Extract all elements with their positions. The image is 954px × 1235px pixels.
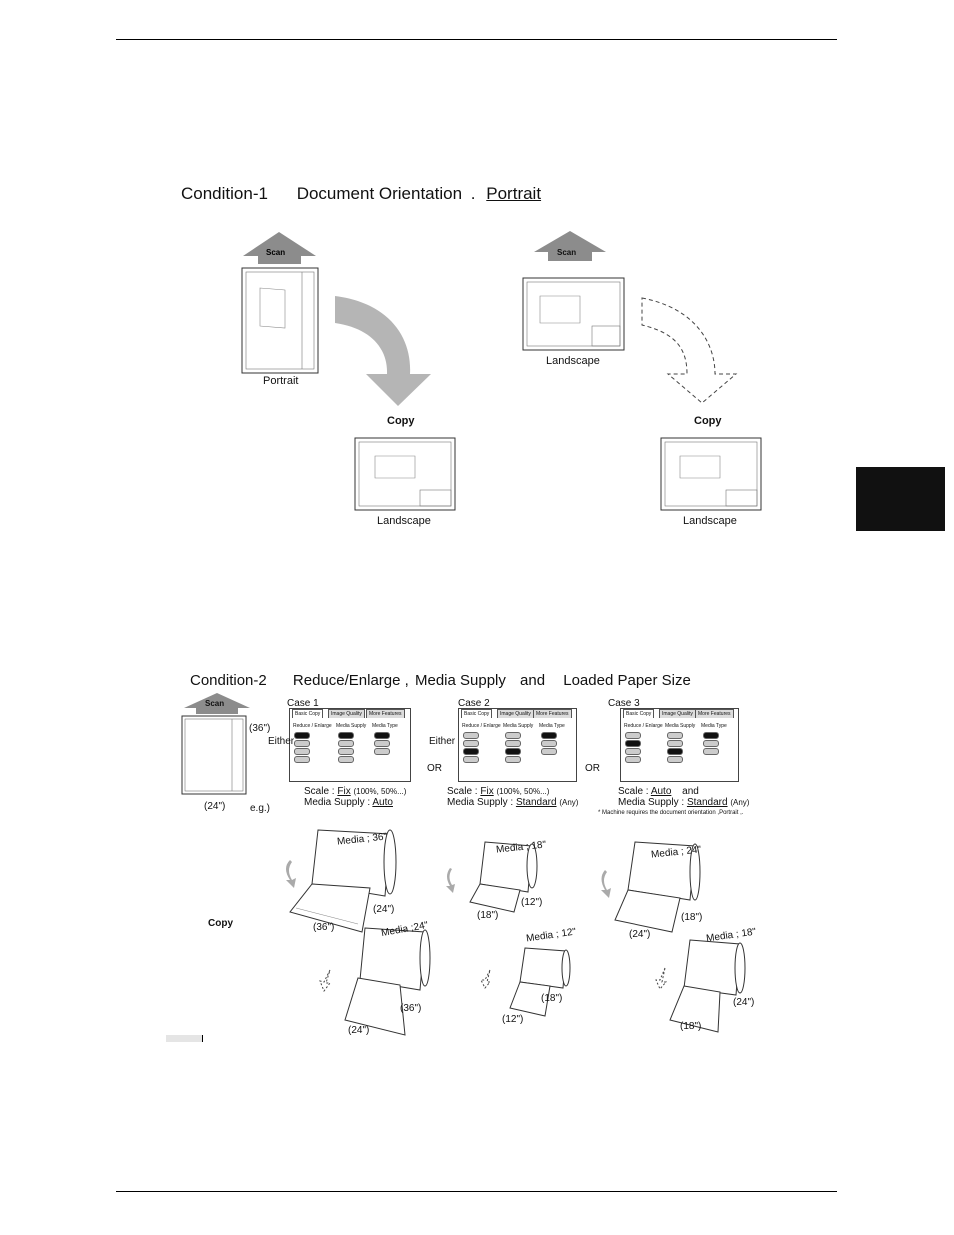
rolls-diagram	[286, 829, 746, 1036]
case1-scale: Scale : Fix (100%, 50%...)	[304, 786, 407, 797]
landscape-result-left: Landscape	[377, 515, 431, 527]
landscape-copy-right	[660, 437, 762, 511]
copy-label-left: Copy	[387, 415, 415, 427]
or-label-1: OR	[427, 763, 442, 774]
case1-title: Case 1	[287, 698, 319, 709]
roll3-top-w: (24")	[629, 929, 651, 940]
roll1-top-h: (24")	[373, 904, 395, 915]
case3-title: Case 3	[608, 698, 640, 709]
landscape-original-label: Landscape	[546, 355, 600, 367]
either-label-2: Either	[429, 736, 456, 747]
roll1-bot-w: (24")	[348, 1025, 370, 1036]
chapter-tab	[856, 467, 945, 531]
scan-label-left: Scan	[266, 248, 286, 257]
roll2-top-w: (18")	[477, 910, 499, 921]
roll3-bot-w: (18")	[680, 1021, 702, 1032]
roll2-bot-h: (18")	[541, 993, 563, 1004]
roll2-bot-w: (12")	[502, 1014, 524, 1025]
roll1-top-w: (36")	[313, 922, 335, 933]
condition1-diagram	[241, 231, 762, 511]
eg-label: e.g.)	[250, 803, 271, 814]
copy-arrow-dashed-icon	[641, 297, 738, 404]
scan-arrow-icon-right	[534, 231, 606, 261]
footnote: * Machine requires the document orientat…	[598, 810, 744, 816]
copy-label-c2: Copy	[208, 918, 233, 929]
dim-bottom: (24")	[204, 801, 226, 812]
case2-scale: Scale : Fix (100%, 50%...)	[447, 786, 550, 797]
condition1-heading: Condition-1 Document Orientation . Portr…	[181, 184, 542, 203]
either-label-1: Either	[268, 736, 295, 747]
case2-title: Case 2	[458, 698, 490, 709]
case1-panel: Basic Copy Image Quality More Features R…	[289, 708, 411, 782]
top-rule	[116, 39, 837, 40]
copy-label-right: Copy	[694, 415, 722, 427]
orientation-value: Portrait	[486, 184, 542, 203]
bottom-rule	[116, 1191, 837, 1192]
case2-media: Media Supply : Standard (Any)	[447, 797, 579, 808]
scan-label-right: Scan	[557, 248, 577, 257]
dim-side: (36")	[249, 723, 271, 734]
portrait-original	[241, 267, 319, 374]
condition2-heading: Condition-2 Reduce/Enlarge , Media Suppl…	[190, 672, 691, 689]
portrait-label: Portrait	[263, 375, 299, 387]
tiny-mark	[166, 1035, 203, 1042]
case1-media: Media Supply : Auto	[304, 797, 393, 808]
roll3-bot-h: (24")	[733, 997, 755, 1008]
case3-media: Media Supply : Standard (Any)	[618, 797, 750, 808]
landscape-result-right: Landscape	[683, 515, 737, 527]
roll2-top-h: (12")	[521, 897, 543, 908]
landscape-copy-left	[354, 437, 456, 511]
case2-panel: Basic Copy Image Quality More Features R…	[458, 708, 577, 782]
scan-arrow-icon	[243, 232, 316, 264]
roll1-bot-h: (36")	[400, 1003, 422, 1014]
condition2-original	[181, 693, 250, 795]
or-label-2: OR	[585, 763, 600, 774]
copy-arrow-icon	[335, 296, 431, 406]
scan-label-c2: Scan	[205, 699, 225, 708]
case3-panel: Basic Copy Image Quality More Features R…	[620, 708, 739, 782]
case3-scale: Scale : Auto and	[618, 786, 699, 797]
roll3-top-h: (18")	[681, 912, 703, 923]
landscape-original	[522, 277, 625, 351]
